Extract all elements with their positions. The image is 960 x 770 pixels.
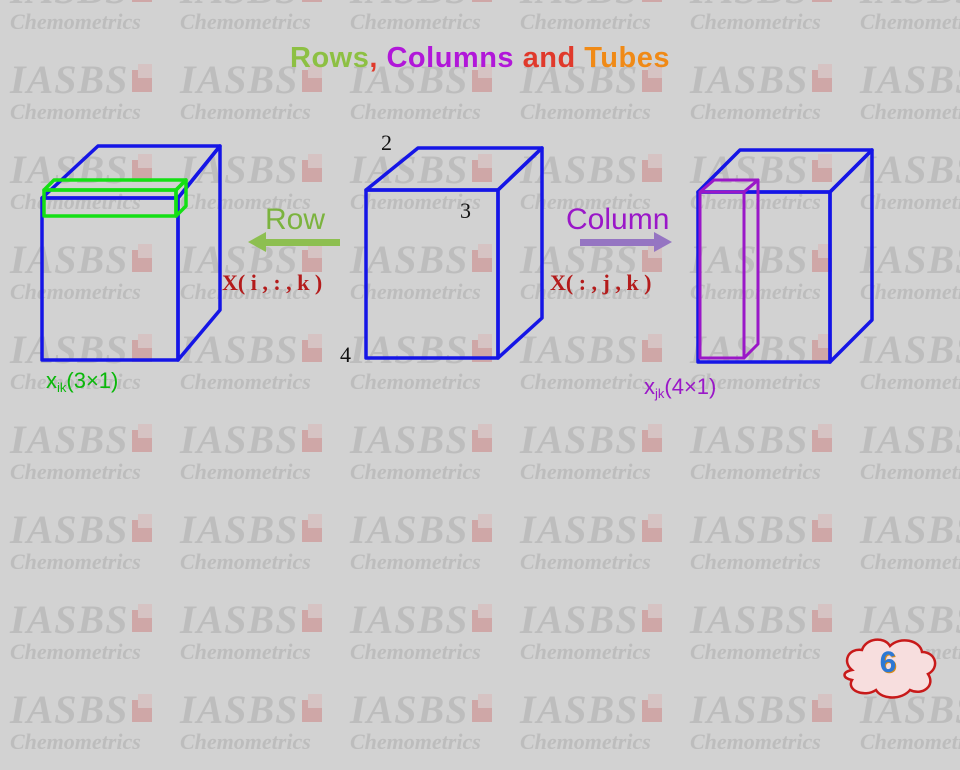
watermark-chemometrics: Chemometrics: [180, 729, 311, 754]
column-label: Column: [566, 203, 670, 236]
tensor-diagram: [40, 144, 937, 699]
left-vector-size: (3×1): [66, 368, 119, 393]
watermark-chemometrics: Chemometrics: [350, 729, 481, 754]
watermark-chemometrics: Chemometrics: [520, 729, 651, 754]
title-columns: Columns: [386, 42, 515, 74]
dim-label-left: 4: [340, 342, 351, 367]
dim-label-top: 2: [381, 130, 392, 155]
row-arrow: [248, 232, 340, 252]
dim-label-right: 3: [460, 198, 471, 223]
row-label: Row: [265, 203, 326, 236]
right-vector-label: xjk(4×1): [644, 374, 716, 401]
page-number-badge: 6: [879, 646, 897, 679]
page-badge-cloud: [843, 638, 937, 699]
column-arrow: [580, 232, 672, 252]
left-cube: [40, 144, 222, 362]
right-cube: [696, 148, 874, 364]
watermark-chemometrics: Chemometrics: [10, 729, 141, 754]
column-index-expression: X( : , j , k ): [550, 270, 652, 295]
left-vector-base: x: [46, 368, 57, 393]
left-vector-label: xik(3×1): [46, 368, 118, 395]
middle-cube: [364, 146, 544, 360]
title-tubes: Tubes: [584, 42, 670, 74]
watermark-chemometrics: Chemometrics: [690, 729, 821, 754]
row-highlight: [42, 178, 188, 218]
right-vector-size: (4×1): [664, 374, 717, 399]
column-highlight: [698, 178, 760, 360]
right-vector-base: x: [644, 374, 655, 399]
row-index-expression: X( i , : , k ): [222, 270, 323, 295]
title-comma: ,: [369, 42, 378, 74]
left-vector-subscript: ik: [57, 380, 67, 395]
title-rows: Rows: [290, 42, 370, 74]
slide-title: Rows, Columns and Tubes: [240, 42, 720, 75]
title-and: and: [522, 42, 576, 74]
watermark-chemometrics: Chemometrics: [860, 729, 960, 754]
right-vector-subscript: jk: [655, 386, 665, 401]
